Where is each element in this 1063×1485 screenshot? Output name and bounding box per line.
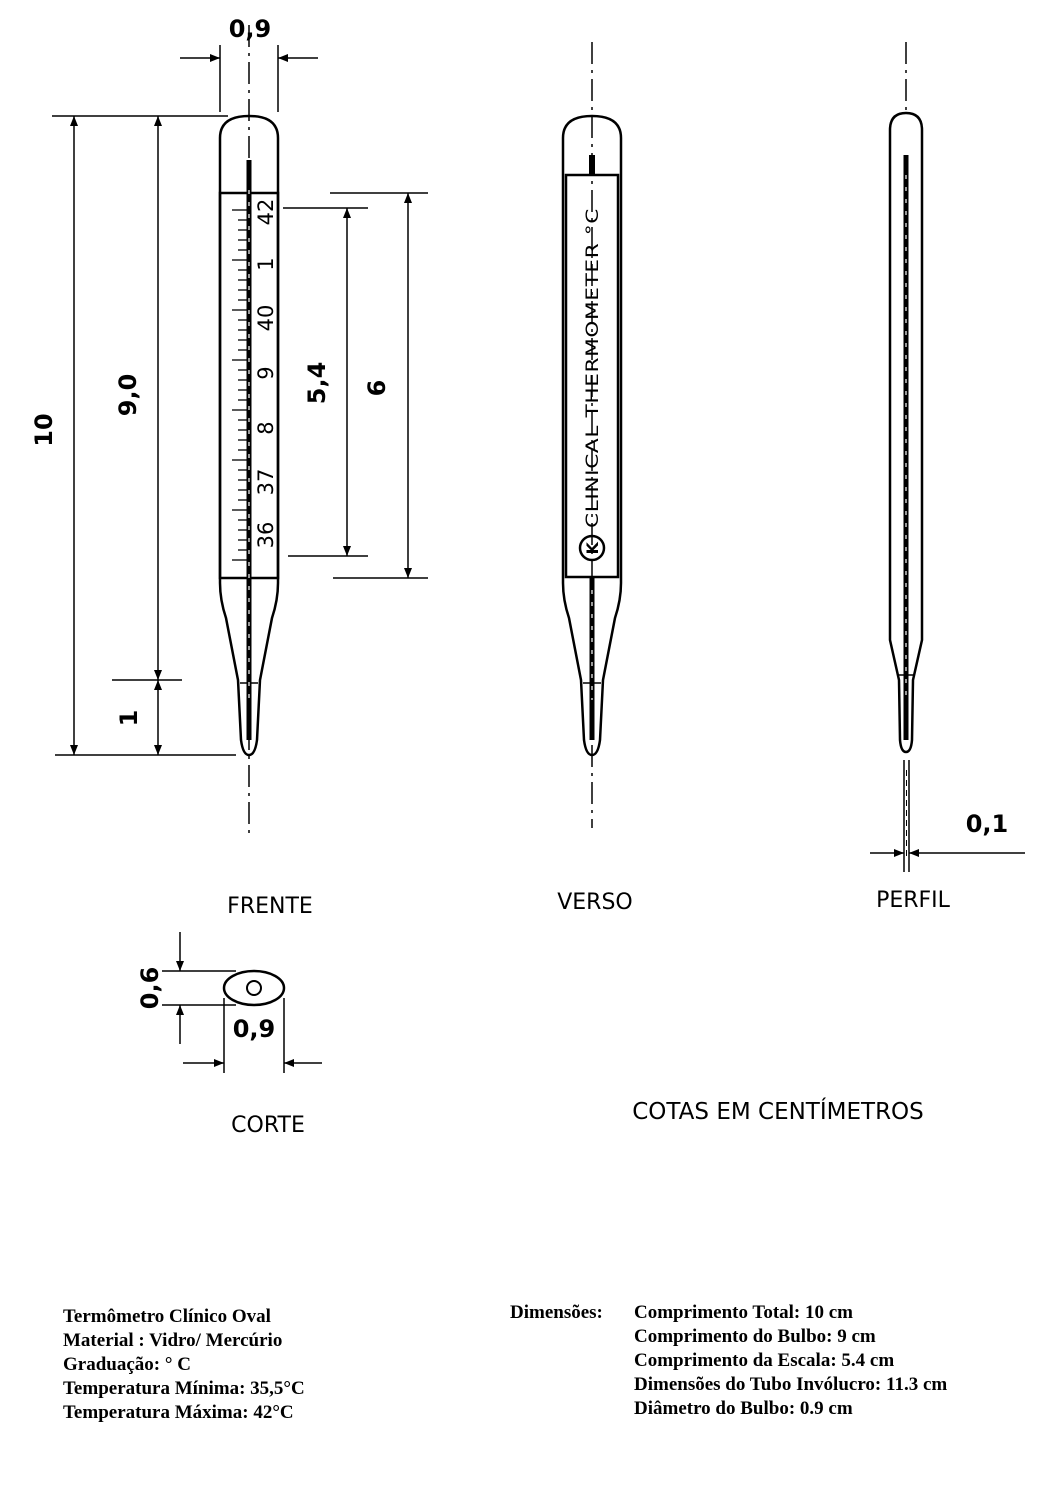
back-view	[561, 42, 623, 828]
spec-line: Temperatura Mínima: 35,5°C	[63, 1378, 305, 1399]
bulb-length-dimension	[112, 116, 182, 681]
section-view-label: CORTE	[231, 1113, 305, 1138]
bulb-length-label: 9,0	[114, 374, 142, 417]
tip-length-label: 1	[115, 710, 143, 727]
front-width-dimension	[180, 45, 318, 112]
spec-line: Temperatura Máxima: 42°C	[63, 1402, 294, 1423]
spec-line: Material : Vidro/ Mercúrio	[63, 1330, 283, 1351]
spec-line: Comprimento Total: 10 cm	[634, 1302, 854, 1323]
spec-line: Comprimento da Escala: 5.4 cm	[634, 1350, 895, 1371]
front-thermometer-body	[218, 114, 280, 757]
spec-line: Diâmetro do Bulbo: 0.9 cm	[634, 1398, 853, 1419]
spec-line: Termômetro Clínico Oval	[63, 1306, 271, 1327]
total-length-label: 10	[30, 413, 58, 446]
units-note: COTAS EM CENTÍMETROS	[632, 1097, 924, 1125]
total-length-dimension	[52, 115, 236, 756]
section-width-label: 0,9	[233, 1015, 276, 1043]
profile-width-label: 0,1	[966, 810, 1009, 838]
section-view	[162, 932, 322, 1073]
scale-length-dimension	[283, 207, 368, 557]
brand-logo-letter: K	[583, 541, 602, 554]
scale-number-36: 36	[254, 522, 278, 549]
scale-numbers: 42 1 40 9 8 37 36	[254, 199, 278, 549]
front-view	[218, 25, 280, 835]
section-height-label: 0,6	[136, 967, 164, 1010]
specs-left: Termômetro Clínico Oval Material : Vidro…	[63, 1305, 305, 1425]
scale-number-37: 37	[254, 469, 278, 496]
scale-number-38: 8	[254, 421, 278, 434]
scale-number-41: 1	[254, 257, 278, 270]
specs-right: Comprimento Total: 10 cm Comprimento do …	[634, 1301, 947, 1421]
section-capillary-circle	[246, 980, 262, 996]
scale-number-39: 9	[254, 366, 278, 379]
front-view-label: FRENTE	[227, 894, 313, 919]
spec-line: Comprimento do Bulbo: 9 cm	[634, 1326, 876, 1347]
profile-view-label: PERFIL	[876, 888, 951, 913]
back-thermometer-body	[561, 114, 623, 757]
spec-line: Dimensões do Tubo Invólucro: 11.3 cm	[634, 1374, 948, 1395]
scale-length-label: 5,4	[303, 362, 331, 405]
profile-view	[870, 42, 1025, 872]
profile-thermometer-body	[888, 111, 924, 754]
section-ellipse	[222, 969, 286, 1007]
spec-line: Graduação: ° C	[63, 1354, 191, 1375]
brand-text: CLINICAL THERMOMETER °C	[583, 208, 603, 528]
scale-number-42: 42	[254, 199, 278, 226]
scale-panel-dimension	[330, 192, 428, 579]
scale-ticks	[232, 209, 247, 561]
specs-right-label: Dimensões:	[510, 1302, 603, 1323]
front-width-label: 0,9	[229, 15, 272, 43]
brand-logo-icon	[578, 534, 606, 562]
scale-number-40: 40	[254, 305, 278, 332]
scale-panel-label: 6	[363, 380, 391, 397]
back-view-label: VERSO	[557, 890, 633, 915]
